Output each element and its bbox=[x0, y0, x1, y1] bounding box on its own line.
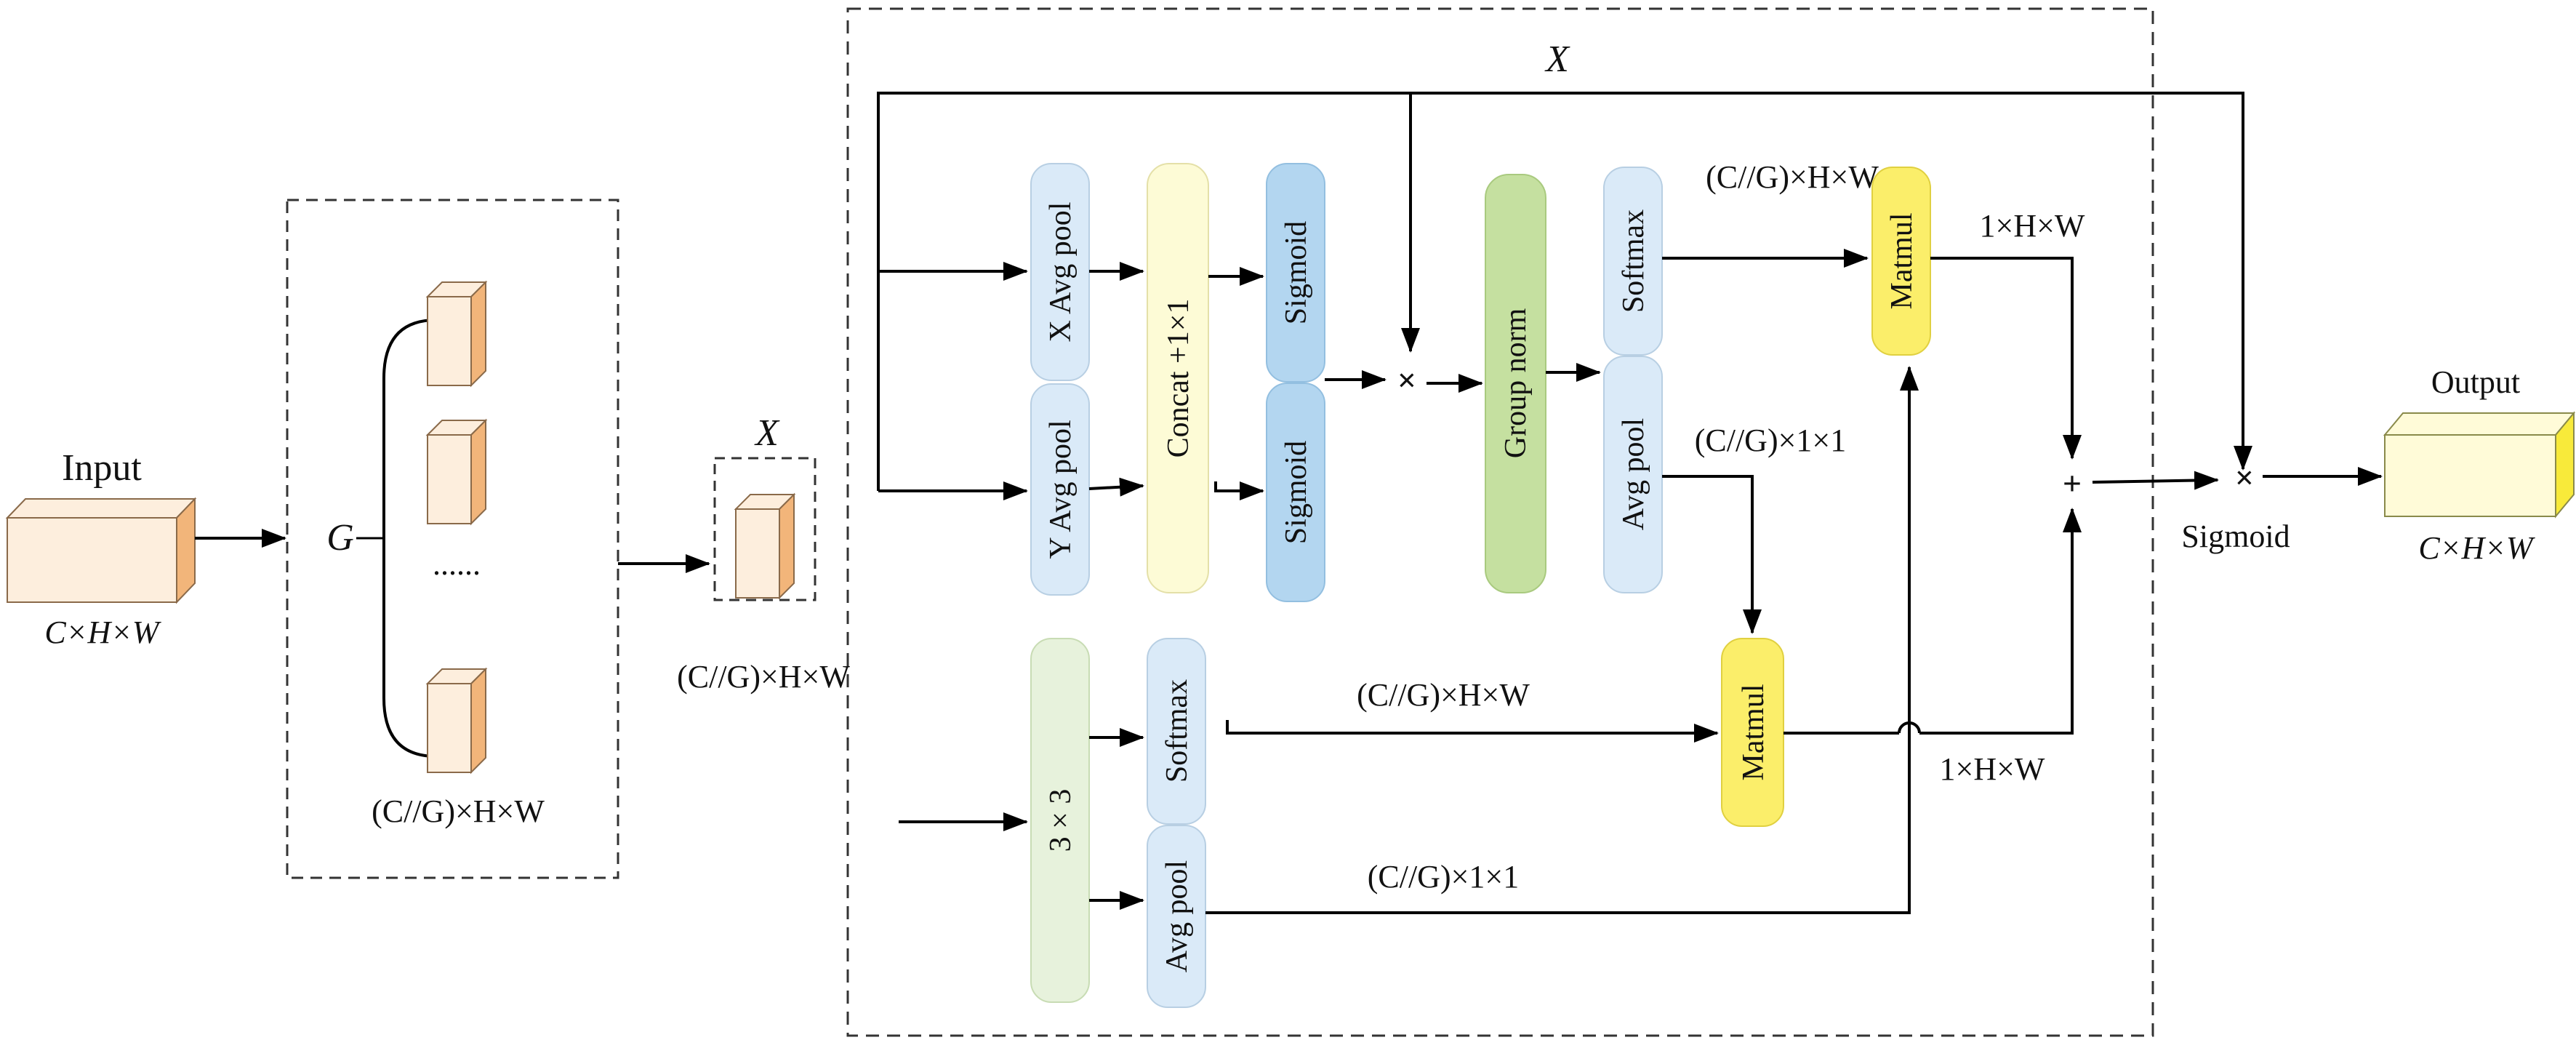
group-cube-3 bbox=[425, 667, 488, 775]
matmul-bottom-block: Matmul bbox=[1721, 638, 1784, 827]
x-avg-pool-block: X Avg pool bbox=[1030, 163, 1090, 381]
svg-text:Sigmoid: Sigmoid bbox=[1280, 441, 1313, 544]
arrow-avgpool-to-matmul-bottom bbox=[1662, 475, 1762, 634]
grouping-box bbox=[286, 199, 619, 879]
matmul-top-block: Matmul bbox=[1871, 167, 1931, 356]
input-block: Input C×H×W bbox=[5, 447, 197, 650]
svg-text:Y Avg pool: Y Avg pool bbox=[1044, 420, 1078, 559]
svg-text:Group norm: Group norm bbox=[1499, 308, 1533, 458]
group-norm-block: Group norm bbox=[1485, 174, 1546, 593]
svg-text:Avg pool: Avg pool bbox=[1617, 418, 1650, 530]
output-cube-side bbox=[2555, 411, 2575, 519]
softmax-top-block: Softmax bbox=[1603, 167, 1663, 356]
arrow-concat-to-sigmoid-bottom bbox=[1214, 481, 1264, 500]
arrow-add-to-final-mul bbox=[2092, 471, 2219, 490]
grouping-dims: (C//G)×H×W bbox=[372, 793, 545, 829]
final-mul-op: × bbox=[2235, 459, 2254, 496]
svg-text:Avg pool: Avg pool bbox=[1160, 860, 1194, 972]
avg-pool-top-block: Avg pool bbox=[1603, 356, 1663, 593]
sigmoid-bottom-block: Sigmoid bbox=[1266, 383, 1325, 602]
arrow-avgpool-to-matmul-top bbox=[1205, 366, 1919, 914]
input-title: Input bbox=[62, 447, 142, 489]
softmax-bottom-block: Softmax bbox=[1147, 638, 1206, 825]
sigmoid-top-block: Sigmoid bbox=[1266, 163, 1325, 383]
dim-avg-top: (C//G)×1×1 bbox=[1695, 423, 1847, 458]
output-cube-front bbox=[2384, 434, 2556, 517]
input-dims: C×H×W bbox=[44, 615, 161, 650]
group-cube-1 bbox=[425, 280, 488, 388]
svg-text:Sigmoid: Sigmoid bbox=[1280, 221, 1313, 324]
output-title: Output bbox=[2431, 364, 2520, 400]
input-cube-top bbox=[5, 498, 197, 519]
svg-text:Concat +1×1: Concat +1×1 bbox=[1162, 299, 1195, 458]
arrow-matmul-bottom-to-add bbox=[1919, 508, 2082, 735]
input-cube-side bbox=[176, 497, 196, 604]
dim-matmul-top: 1×H×W bbox=[1980, 208, 2085, 244]
group-cube-2 bbox=[425, 418, 488, 526]
conv3x3-block: 3 × 3 bbox=[1030, 638, 1090, 1003]
dim-softmax-bottom: (C//G)×H×W bbox=[1357, 677, 1530, 713]
dim-softmax-top: (C//G)×H×W bbox=[1706, 159, 1879, 195]
svg-text:Softmax: Softmax bbox=[1617, 209, 1650, 313]
input-cube-front bbox=[7, 517, 177, 603]
output-cube-top bbox=[2383, 412, 2576, 436]
arrow-matmul-top-to-add bbox=[1930, 257, 2082, 460]
group-x-dims: (C//G)×H×W bbox=[677, 659, 850, 695]
concat-block: Concat +1×1 bbox=[1147, 163, 1209, 593]
output-dims: C×H×W bbox=[2418, 530, 2535, 566]
dim-matmul-bottom: 1×H×W bbox=[1940, 751, 2045, 787]
group-brace bbox=[382, 319, 437, 758]
add-op: + bbox=[2063, 465, 2082, 502]
group-ellipsis: ...... bbox=[433, 546, 481, 582]
svg-text:Matmul: Matmul bbox=[1885, 213, 1919, 310]
multiply-op: × bbox=[1397, 361, 1416, 399]
group-x-cube bbox=[734, 492, 796, 600]
arrow-softmax-to-matmul-bottom bbox=[1226, 720, 1719, 743]
group-x-label: X bbox=[754, 412, 780, 454]
sigmoid-label: Sigmoid bbox=[2181, 519, 2290, 554]
svg-text:X Avg pool: X Avg pool bbox=[1044, 202, 1078, 343]
svg-text:Matmul: Matmul bbox=[1737, 684, 1770, 781]
line-x-bypass bbox=[877, 92, 2252, 491]
avg-pool-bottom-block: Avg pool bbox=[1147, 825, 1206, 1008]
svg-text:3 × 3: 3 × 3 bbox=[1044, 789, 1078, 852]
dim-avg-bottom: (C//G)×1×1 bbox=[1368, 859, 1520, 895]
y-avg-pool-block: Y Avg pool bbox=[1030, 383, 1090, 596]
svg-text:Softmax: Softmax bbox=[1160, 679, 1194, 783]
main-x-label: X bbox=[1544, 39, 1570, 80]
group-x-box bbox=[713, 457, 816, 601]
main-module-box bbox=[846, 7, 2154, 1037]
arrow-ypool-to-concat bbox=[1088, 477, 1144, 497]
group-g-label: G bbox=[326, 517, 354, 559]
output-block: Output C×H×W bbox=[2383, 364, 2576, 566]
